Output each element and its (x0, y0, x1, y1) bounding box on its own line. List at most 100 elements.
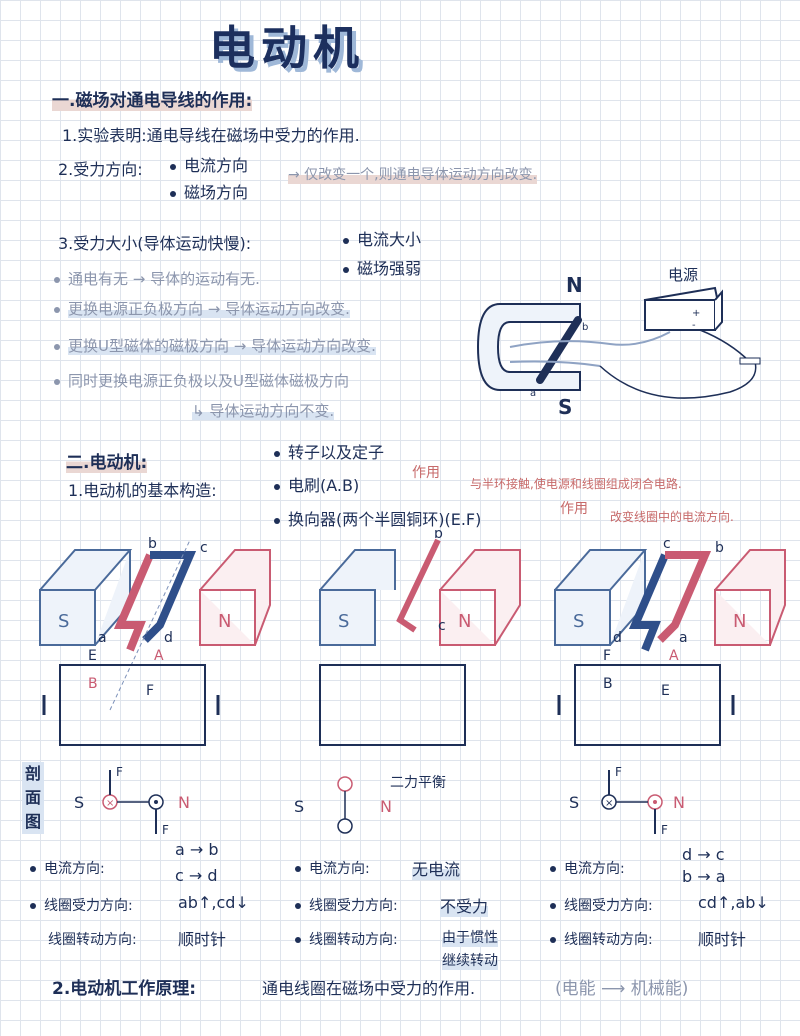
col2-force-value: 不受力 (440, 893, 489, 917)
col2-force: 线圈受力方向: (295, 895, 398, 915)
s-label: S (338, 611, 349, 632)
label-d: d (613, 630, 622, 646)
s-label: S (573, 611, 584, 632)
coil-cd (628, 553, 669, 652)
label-a: a (98, 630, 107, 646)
north-label: N (566, 273, 583, 297)
rod-end-b: b (582, 322, 588, 333)
factor-field-direction: 磁场方向 (170, 179, 248, 203)
plus-terminal: + (692, 308, 700, 319)
experiment-line: 1.实验表明:通电导线在磁场中受力的作用. (62, 126, 360, 145)
force-direction-label: 2.受力方向: (58, 160, 143, 179)
dot-mark (154, 800, 158, 804)
principle-label: 2.电动机工作原理: (52, 979, 197, 999)
label-a: a (679, 630, 688, 646)
n-label: N (218, 611, 231, 632)
n-magnet (439, 549, 521, 646)
label-c: c (200, 540, 208, 556)
s-label: S (74, 793, 84, 812)
rod-end-a: a (530, 388, 536, 399)
rail-bottom (509, 360, 601, 367)
label-c: c (438, 618, 446, 634)
label-F: F (603, 648, 611, 664)
col2-current: 电流方向: (295, 858, 370, 878)
part-rotor: 转子以及定子 (274, 439, 384, 463)
label: 电流方向: (44, 861, 105, 877)
col3-cur1: d → c (682, 845, 725, 864)
factor-field-strength: 磁场强弱 (343, 255, 421, 279)
s-label: S (294, 797, 304, 816)
grey-note-text: 同时更换电源正负极以及U型磁体磁极方向 (68, 372, 349, 390)
s-magnet (39, 549, 133, 646)
part-brush: 电刷(A.B) (274, 472, 359, 496)
dot-mark (653, 800, 657, 804)
col1-rot: 线圈转动方向: (48, 932, 137, 948)
structure-label: 1.电动机的基本构造: (68, 481, 217, 500)
factor-text: 电流方向 (184, 156, 249, 175)
col1-force: 线圈受力方向: (30, 895, 133, 915)
label-F: F (146, 683, 154, 699)
coil-top-icon (337, 776, 353, 792)
wire-2 (699, 329, 751, 363)
label-b: b (715, 540, 724, 556)
n-label: N (458, 611, 471, 632)
f-label: F (116, 765, 123, 779)
grey-note-text: ↳ 导体运动方向不变. (192, 402, 335, 420)
circuit-loop (574, 664, 721, 746)
label-c: c (663, 536, 671, 552)
grey-note-3: 更换U型磁体的磁极方向 → 导体运动方向改变. (54, 335, 376, 356)
coil-ab (113, 553, 154, 652)
factor-current-size: 电流大小 (343, 226, 421, 250)
label: 线圈转动方向: (309, 932, 398, 948)
factor-current-direction: 电流方向 (170, 152, 248, 176)
conductor-rod (536, 316, 582, 384)
grey-note-2: 更换电源正负极方向 → 导体运动方向改变. (54, 298, 350, 319)
col2-cur1: 无电流 (412, 856, 461, 880)
n-magnet (714, 549, 786, 646)
col3-rot: 线圈转动方向: (550, 929, 653, 949)
col2-rot-value-2: 继续转动 (442, 950, 498, 970)
direction-note: → 仅改变一个,则通电导体运动方向改变. (288, 164, 538, 184)
label-d: d (164, 630, 173, 646)
brush-role-tag: 作用 (412, 465, 440, 481)
label-E: E (661, 683, 670, 699)
label-E: E (88, 648, 97, 664)
cross-section-label: 剖面图 (22, 762, 44, 834)
col2-rot: 线圈转动方向: (295, 929, 398, 949)
coil-cd (142, 551, 197, 643)
label-B: B (603, 676, 613, 692)
label: 线圈受力方向: (309, 898, 398, 914)
n-label: N (178, 793, 190, 812)
label-b: b (148, 536, 157, 552)
label: 线圈受力方向: (44, 898, 133, 914)
col3-force: 线圈受力方向: (550, 895, 653, 915)
cross-mark: × (605, 798, 613, 809)
part-commutator: 换向器(两个半圆铜环)(E.F) (274, 506, 481, 530)
n-label: N (673, 793, 685, 812)
wire (599, 361, 757, 399)
principle-energy: (电能 ⟶ 机械能) (555, 979, 689, 999)
col3-current: 电流方向: (550, 858, 625, 878)
s-magnet (554, 549, 648, 646)
power-supply-side (714, 289, 723, 331)
n-magnet (199, 549, 271, 646)
label: 线圈受力方向: (564, 898, 653, 914)
s-label: S (569, 793, 579, 812)
brush-role-note: 与半环接触,使电源和线圈组成闭合电路. (470, 477, 682, 491)
power-label: 电源 (668, 266, 698, 284)
col3-cur2: b → a (682, 867, 726, 886)
rail-top (509, 331, 671, 348)
cross-section-2: S N (294, 776, 392, 834)
f-label: F (162, 823, 169, 837)
circuit-loop (59, 664, 206, 746)
force-size-label: 3.受力大小(导体运动快慢): (58, 234, 252, 253)
balance-label: 二力平衡 (390, 775, 446, 791)
cross-section-1: S N × F F (74, 765, 190, 837)
cross-mark: × (106, 798, 114, 809)
col1-rot-value: 顺时针 (178, 930, 227, 949)
label: 电流方向: (309, 861, 370, 877)
n-label: N (733, 611, 746, 632)
principle-text: 通电线圈在磁场中受力的作用. (262, 979, 476, 998)
power-supply-box (644, 299, 716, 331)
col3-force-value: cd↑,ab↓ (698, 893, 769, 912)
